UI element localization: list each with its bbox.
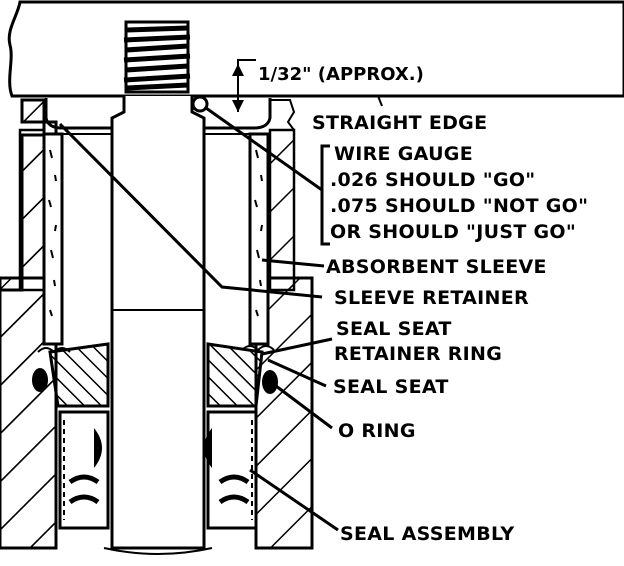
label-seal-seat: SEAL SEAT [333,376,449,398]
label-wire-gauge-3: .075 SHOULD "NOT GO" [330,195,588,217]
label-wire-gauge-4: OR SHOULD "JUST GO" [330,221,576,243]
leader-lines [58,59,383,532]
threaded-stud [123,20,191,94]
wire-gauge-ball [191,95,209,113]
shaft [103,96,213,555]
seal-seat-retainer-ring [37,345,275,354]
absorbent-sleeve [42,132,270,346]
label-wire-gauge-1: WIRE GAUGE [334,143,473,165]
label-absorbent-sleeve: ABSORBENT SLEEVE [326,256,547,278]
label-wire-gauge-2: .026 SHOULD "GO" [330,169,536,191]
label-o-ring: O RING [338,420,416,442]
clearance-label: 1/32" (APPROX.) [258,64,424,85]
label-sleeve-retainer: SLEEVE RETAINER [334,287,529,309]
seal-assembly [58,410,258,530]
label-seal-seat-retainer-ring-1: SEAL SEAT [336,318,452,340]
label-seal-assembly: SEAL ASSEMBLY [340,523,514,545]
label-seal-seat-retainer-ring-2: RETAINER RING [334,343,502,365]
o-ring [32,368,278,394]
label-straight-edge: STRAIGHT EDGE [312,112,487,134]
seal-seat [48,342,264,408]
